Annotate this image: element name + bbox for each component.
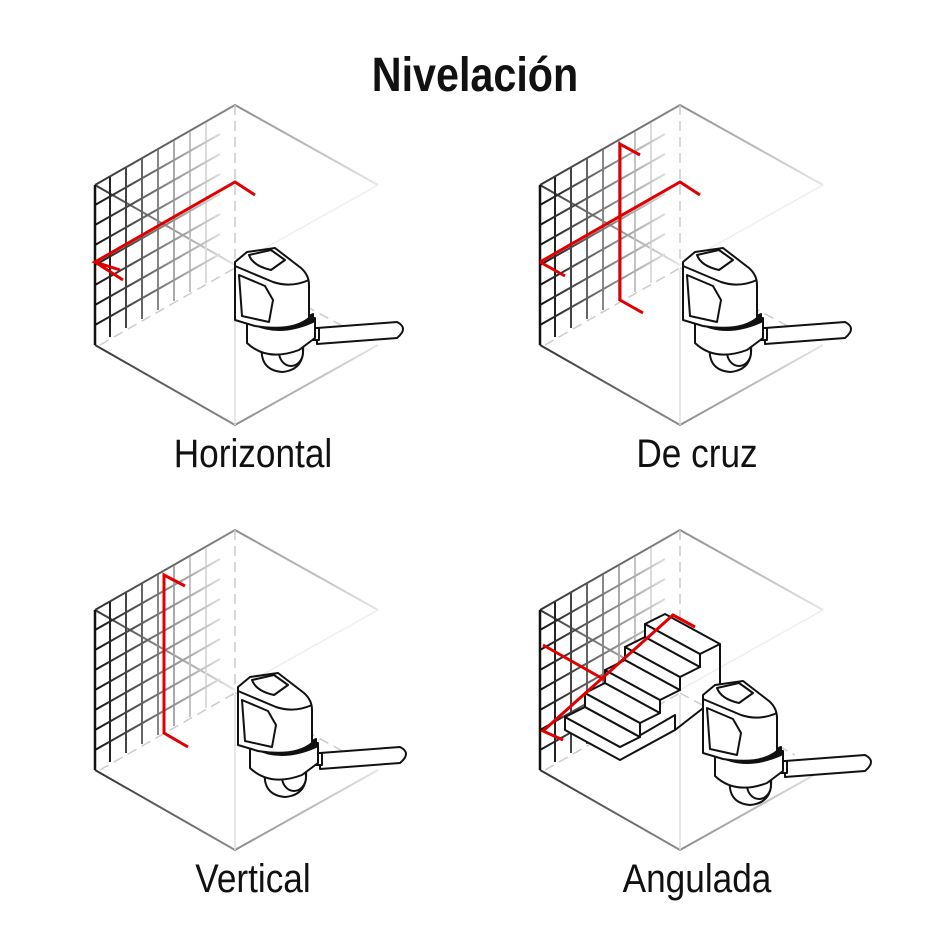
laser-level-device-icon — [237, 672, 407, 798]
page-title: Nivelación — [371, 49, 579, 102]
laser-line-horizontal — [91, 180, 256, 272]
laser-level-device-icon — [234, 247, 404, 373]
stairs-icon — [564, 613, 721, 761]
laser-level-device-icon — [682, 247, 852, 373]
panel-vertical — [80, 525, 440, 860]
laser-line-vertical — [618, 141, 644, 315]
label-horizontal: Horizontal — [173, 432, 333, 476]
laser-line-angled — [540, 613, 696, 742]
angled-illustration — [538, 528, 872, 852]
laser-line-vertical — [162, 572, 189, 749]
label-vertical: Vertical — [195, 857, 311, 901]
label-angled: Angulada — [622, 857, 772, 901]
panel-horizontal — [80, 100, 440, 435]
cross-illustration — [538, 103, 852, 427]
vertical-illustration — [93, 528, 407, 852]
laser-level-device-icon — [702, 680, 872, 806]
label-cross: De cruz — [636, 432, 758, 476]
laser-line-horizontal — [539, 180, 701, 264]
panel-angled — [525, 525, 905, 860]
horizontal-illustration — [91, 103, 404, 427]
panel-cross — [525, 100, 885, 435]
